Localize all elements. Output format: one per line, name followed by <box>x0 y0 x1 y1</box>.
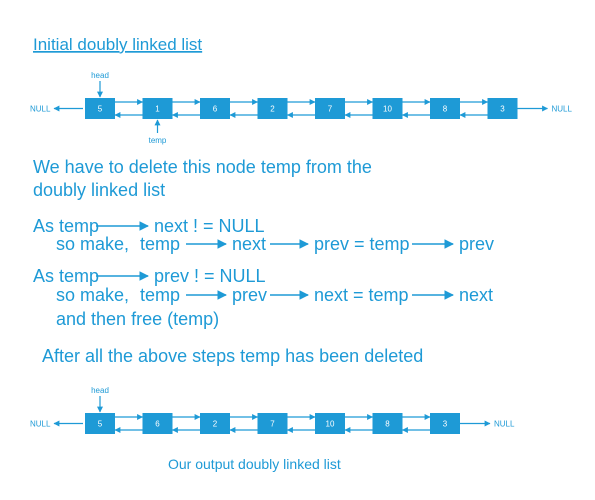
step2-a: temp <box>140 285 180 305</box>
initial-head-label: head <box>91 71 109 80</box>
initial-node <box>200 98 230 119</box>
free-step: and then free (temp) <box>56 309 219 329</box>
initial-null-right: NULL <box>552 105 573 114</box>
initial-node-value: 10 <box>383 105 392 114</box>
cond1-b: next ! = NULL <box>154 216 265 236</box>
after-deletion-text: After all the above steps temp has been … <box>42 346 423 366</box>
output-node-value: 6 <box>155 420 160 429</box>
initial-null-left: NULL <box>30 105 51 114</box>
output-node-value: 7 <box>270 420 275 429</box>
initial-node <box>315 98 345 119</box>
cond1-a: As temp <box>33 216 99 236</box>
output-list: NULL 5 6 2 7 10 8 3 NULL head <box>30 386 515 434</box>
initial-node <box>372 98 403 119</box>
output-head-label: head <box>91 386 109 395</box>
output-node <box>200 413 230 434</box>
initial-node <box>487 98 518 119</box>
step2-b: prev <box>232 285 267 305</box>
explanation-line-2: doubly linked list <box>33 180 165 200</box>
initial-node <box>430 98 460 119</box>
output-node-value: 2 <box>213 420 218 429</box>
initial-node <box>257 98 288 119</box>
step2-lead: so make, <box>56 285 129 305</box>
initial-temp-label: temp <box>149 136 167 145</box>
output-node <box>430 413 460 434</box>
output-caption: Our output doubly linked list <box>168 456 341 472</box>
output-node-value: 8 <box>385 420 390 429</box>
step1-a: temp <box>140 234 180 254</box>
cond2-a: As temp <box>33 266 99 286</box>
initial-list: NULL 5 1 6 2 7 10 8 3 NULL head temp <box>30 71 573 145</box>
output-node-value: 3 <box>443 420 448 429</box>
output-node-value: 10 <box>326 420 335 429</box>
output-node <box>142 413 173 434</box>
output-node-value: 5 <box>98 420 103 429</box>
step1-b: next <box>232 234 266 254</box>
initial-node <box>142 98 173 119</box>
output-null-left: NULL <box>30 420 51 429</box>
initial-node-value: 6 <box>213 105 218 114</box>
output-node <box>85 413 115 434</box>
output-node <box>372 413 403 434</box>
initial-node <box>85 98 115 119</box>
step2-d: next <box>459 285 493 305</box>
output-node <box>257 413 288 434</box>
diagram-title: Initial doubly linked list <box>33 35 202 54</box>
step1-lead: so make, <box>56 234 129 254</box>
initial-node-value: 7 <box>328 105 333 114</box>
initial-node-value: 2 <box>270 105 275 114</box>
initial-node-value: 8 <box>443 105 448 114</box>
output-null-right: NULL <box>494 420 515 429</box>
explanation-line-1: We have to delete this node temp from th… <box>33 157 372 177</box>
step1-c: prev = temp <box>314 234 410 254</box>
initial-node-value: 1 <box>155 105 160 114</box>
initial-node-value: 3 <box>500 105 505 114</box>
step1-d: prev <box>459 234 494 254</box>
step2-c: next = temp <box>314 285 409 305</box>
output-node <box>315 413 345 434</box>
cond2-b: prev ! = NULL <box>154 266 266 286</box>
initial-node-value: 5 <box>98 105 103 114</box>
